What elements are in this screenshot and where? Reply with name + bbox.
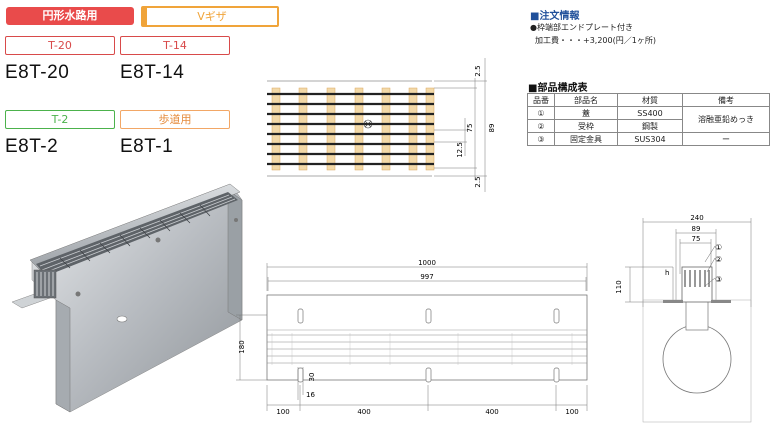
- front-dim-height: 180: [238, 340, 246, 353]
- table-row: ② 受枠 鋼製: [527, 119, 770, 133]
- front-dim-seg3: 400: [485, 408, 498, 416]
- order-info-line2: 加工費・・・+3,200(円／1ヶ所): [535, 36, 656, 45]
- grate-tag-t14: T-14: [120, 36, 230, 55]
- front-dim-hole-30: 30: [308, 373, 316, 382]
- section-dim-89: 89: [692, 225, 701, 233]
- col-header-material: 材質: [617, 93, 683, 107]
- front-dim-seg4: 100: [565, 408, 578, 416]
- parts-table-heading: ■部品構成表: [528, 83, 588, 94]
- grating-plan: [267, 87, 435, 171]
- front-dim-inner: 997: [420, 273, 433, 281]
- section-dim-110: 110: [615, 280, 623, 293]
- parts-table: 品番 部品名 材質 備考 ① 蓋 SS400 溶融亜鉛めっき ② 受枠 鋼製 ③…: [527, 93, 770, 146]
- section-dim-240: 240: [690, 214, 703, 222]
- part-no: ③: [527, 132, 555, 146]
- plan-dim-top: 2.5: [474, 65, 482, 76]
- col-header-no: 品番: [527, 93, 555, 107]
- circular-channel-tag: 円形水路用: [6, 7, 134, 25]
- product-illustration: [11, 183, 243, 413]
- part-remark-merged: 溶融亜鉛めっき: [682, 106, 770, 133]
- col-header-name: 部品名: [554, 93, 618, 107]
- front-dim-total: 1000: [418, 259, 436, 267]
- section-callout-3: ③: [715, 275, 722, 284]
- grate-tag-sidewalk: 歩道用: [120, 110, 230, 129]
- grate-tag-t20: T-20: [5, 36, 115, 55]
- model-e8t-1: E8T-1: [120, 136, 174, 157]
- section-dim-75: 75: [692, 235, 701, 243]
- plan-view-drawing: 2.5 75 89 12.5 2.5: [267, 58, 496, 192]
- front-view-drawing: 1000 997 180 30 16 100 400 400 100: [236, 259, 588, 416]
- grating-bars: [39, 194, 236, 274]
- plan-dim-12-5: 12.5: [456, 142, 464, 158]
- section-callout-2: ②: [715, 255, 722, 264]
- parts-table-header-row: 品番 部品名 材質 備考: [527, 93, 770, 107]
- col-header-remarks: 備考: [682, 93, 770, 107]
- model-e8t-2: E8T-2: [5, 136, 59, 157]
- order-info-heading: ■注文情報: [530, 11, 580, 22]
- table-row: ① 蓋 SS400 溶融亜鉛めっき: [527, 106, 770, 133]
- plan-dim-bottom: 2.5: [474, 176, 482, 187]
- section-view-drawing: 240 89 75 h 110 ① ② ③: [615, 214, 752, 423]
- section-callout-1: ①: [715, 243, 722, 252]
- front-dim-hole-16: 16: [306, 391, 315, 399]
- part-material: SUS304: [617, 132, 683, 146]
- grate-tag-t2: T-2: [5, 110, 115, 129]
- section-dim-h: h: [665, 269, 669, 277]
- part-name: 蓋: [554, 106, 618, 120]
- part-remark: ー: [682, 132, 770, 146]
- v-serrated-tag: Vギザ: [141, 6, 279, 27]
- order-info-line1: ●枠端部エンドプレート付き: [530, 23, 633, 32]
- model-e8t-20: E8T-20: [5, 62, 70, 83]
- part-name: 受枠: [554, 119, 618, 133]
- part-name: 固定金具: [554, 132, 618, 146]
- table-row: ③ 固定金具 SUS304 ー: [527, 132, 770, 146]
- part-no: ②: [527, 119, 555, 133]
- part-material: SS400: [617, 106, 683, 120]
- plan-dim-75: 75: [466, 124, 474, 133]
- model-e8t-14: E8T-14: [120, 62, 185, 83]
- front-dim-seg1: 100: [276, 408, 289, 416]
- front-dim-seg2: 400: [357, 408, 370, 416]
- part-material: 鋼製: [617, 119, 683, 133]
- plan-dim-89: 89: [488, 124, 496, 133]
- part-no: ①: [527, 106, 555, 120]
